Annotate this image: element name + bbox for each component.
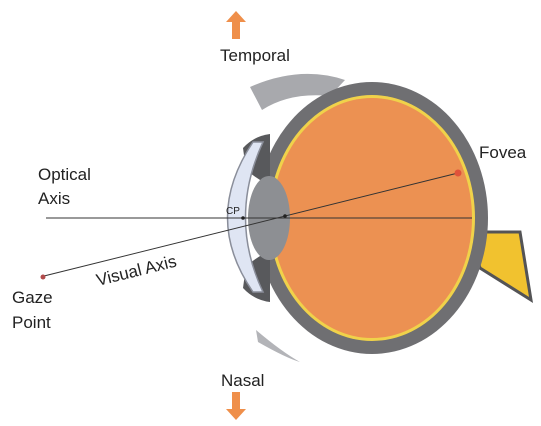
gaze-point-label-line2: Point [12, 313, 51, 332]
temporal-label: Temporal [220, 46, 290, 65]
optical-axis-label-line1: Optical [38, 165, 91, 184]
arrow-up-icon [226, 11, 246, 39]
arrow-down-icon [226, 392, 246, 420]
outer-wedge-bottom [256, 330, 300, 362]
cp-point [241, 216, 245, 220]
nodal-point [283, 214, 287, 218]
fovea-marker [455, 170, 462, 177]
gaze-point-label-line1: Gaze [12, 288, 53, 307]
gaze-point-marker [41, 275, 46, 280]
fovea-label: Fovea [479, 143, 527, 162]
nasal-label: Nasal [221, 371, 264, 390]
visual-axis-label: Visual Axis [94, 252, 178, 290]
cp-label: CP [226, 206, 240, 217]
optical-axis-label-line2: Axis [38, 189, 70, 208]
